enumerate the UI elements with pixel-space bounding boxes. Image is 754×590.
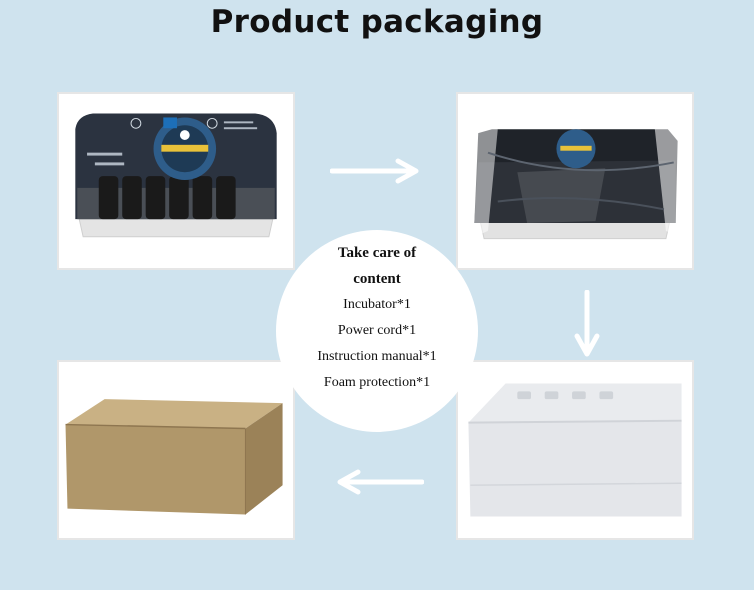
wrapped-incubator-illustration xyxy=(458,94,692,268)
cardboard-box-photo xyxy=(57,360,295,540)
foam-protection-photo xyxy=(456,360,694,540)
arrow-left-icon xyxy=(334,469,424,495)
contents-heading-line1: Take care of xyxy=(337,245,417,261)
incubator-photo xyxy=(57,92,295,270)
contents-item-incubator: Incubator*1 xyxy=(343,297,411,312)
cardboard-box-illustration xyxy=(59,362,293,538)
arrow-right-icon xyxy=(330,158,422,184)
arrow-down-icon xyxy=(574,290,600,360)
incubator-illustration xyxy=(59,94,293,268)
wrapped-incubator-photo xyxy=(456,92,694,270)
contents-item-foam-protection: Foam protection*1 xyxy=(323,375,431,390)
contents-heading-line2: content xyxy=(353,271,401,287)
contents-item-power-cord: Power cord*1 xyxy=(337,323,417,338)
page-title: Product packaging xyxy=(210,4,544,40)
foam-box-illustration xyxy=(458,362,692,538)
package-contents-card: Take care of content Incubator*1 Power c… xyxy=(276,230,478,432)
contents-item-instruction-manual: Instruction manual*1 xyxy=(317,349,437,364)
